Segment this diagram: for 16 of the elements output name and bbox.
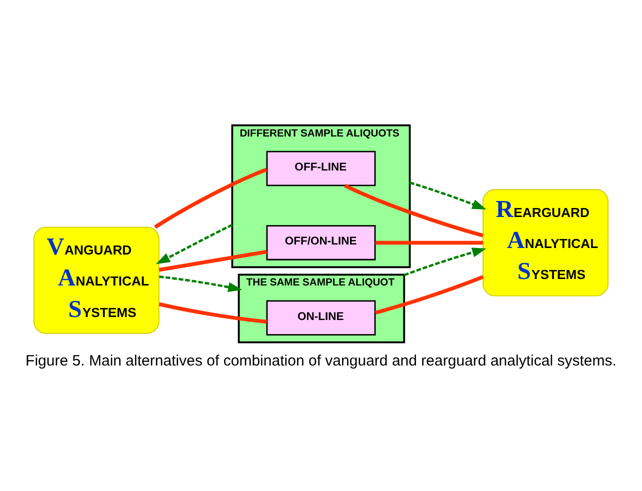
node-box: OFF-LINE <box>266 150 376 186</box>
connector <box>154 167 268 228</box>
connector <box>344 183 484 237</box>
arrow <box>409 180 486 209</box>
connector <box>374 274 484 314</box>
node-box: REARGUARD ANALYTICAL SYSTEMS <box>482 188 608 296</box>
connector <box>158 249 268 272</box>
node-box: VANGUARD ANALYTICAL SYSTEMS <box>34 226 160 334</box>
arrow <box>156 223 233 264</box>
connector <box>375 240 484 244</box>
arrow <box>159 275 242 292</box>
arrow <box>404 247 486 276</box>
node-box: OFF/ON-LINE <box>266 224 376 260</box>
node-box: ON-LINE <box>266 300 376 335</box>
caption: Figure 5. Main alternatives of combination of vanguard and rearguard analytical systems. <box>26 352 616 370</box>
connector <box>158 302 268 324</box>
